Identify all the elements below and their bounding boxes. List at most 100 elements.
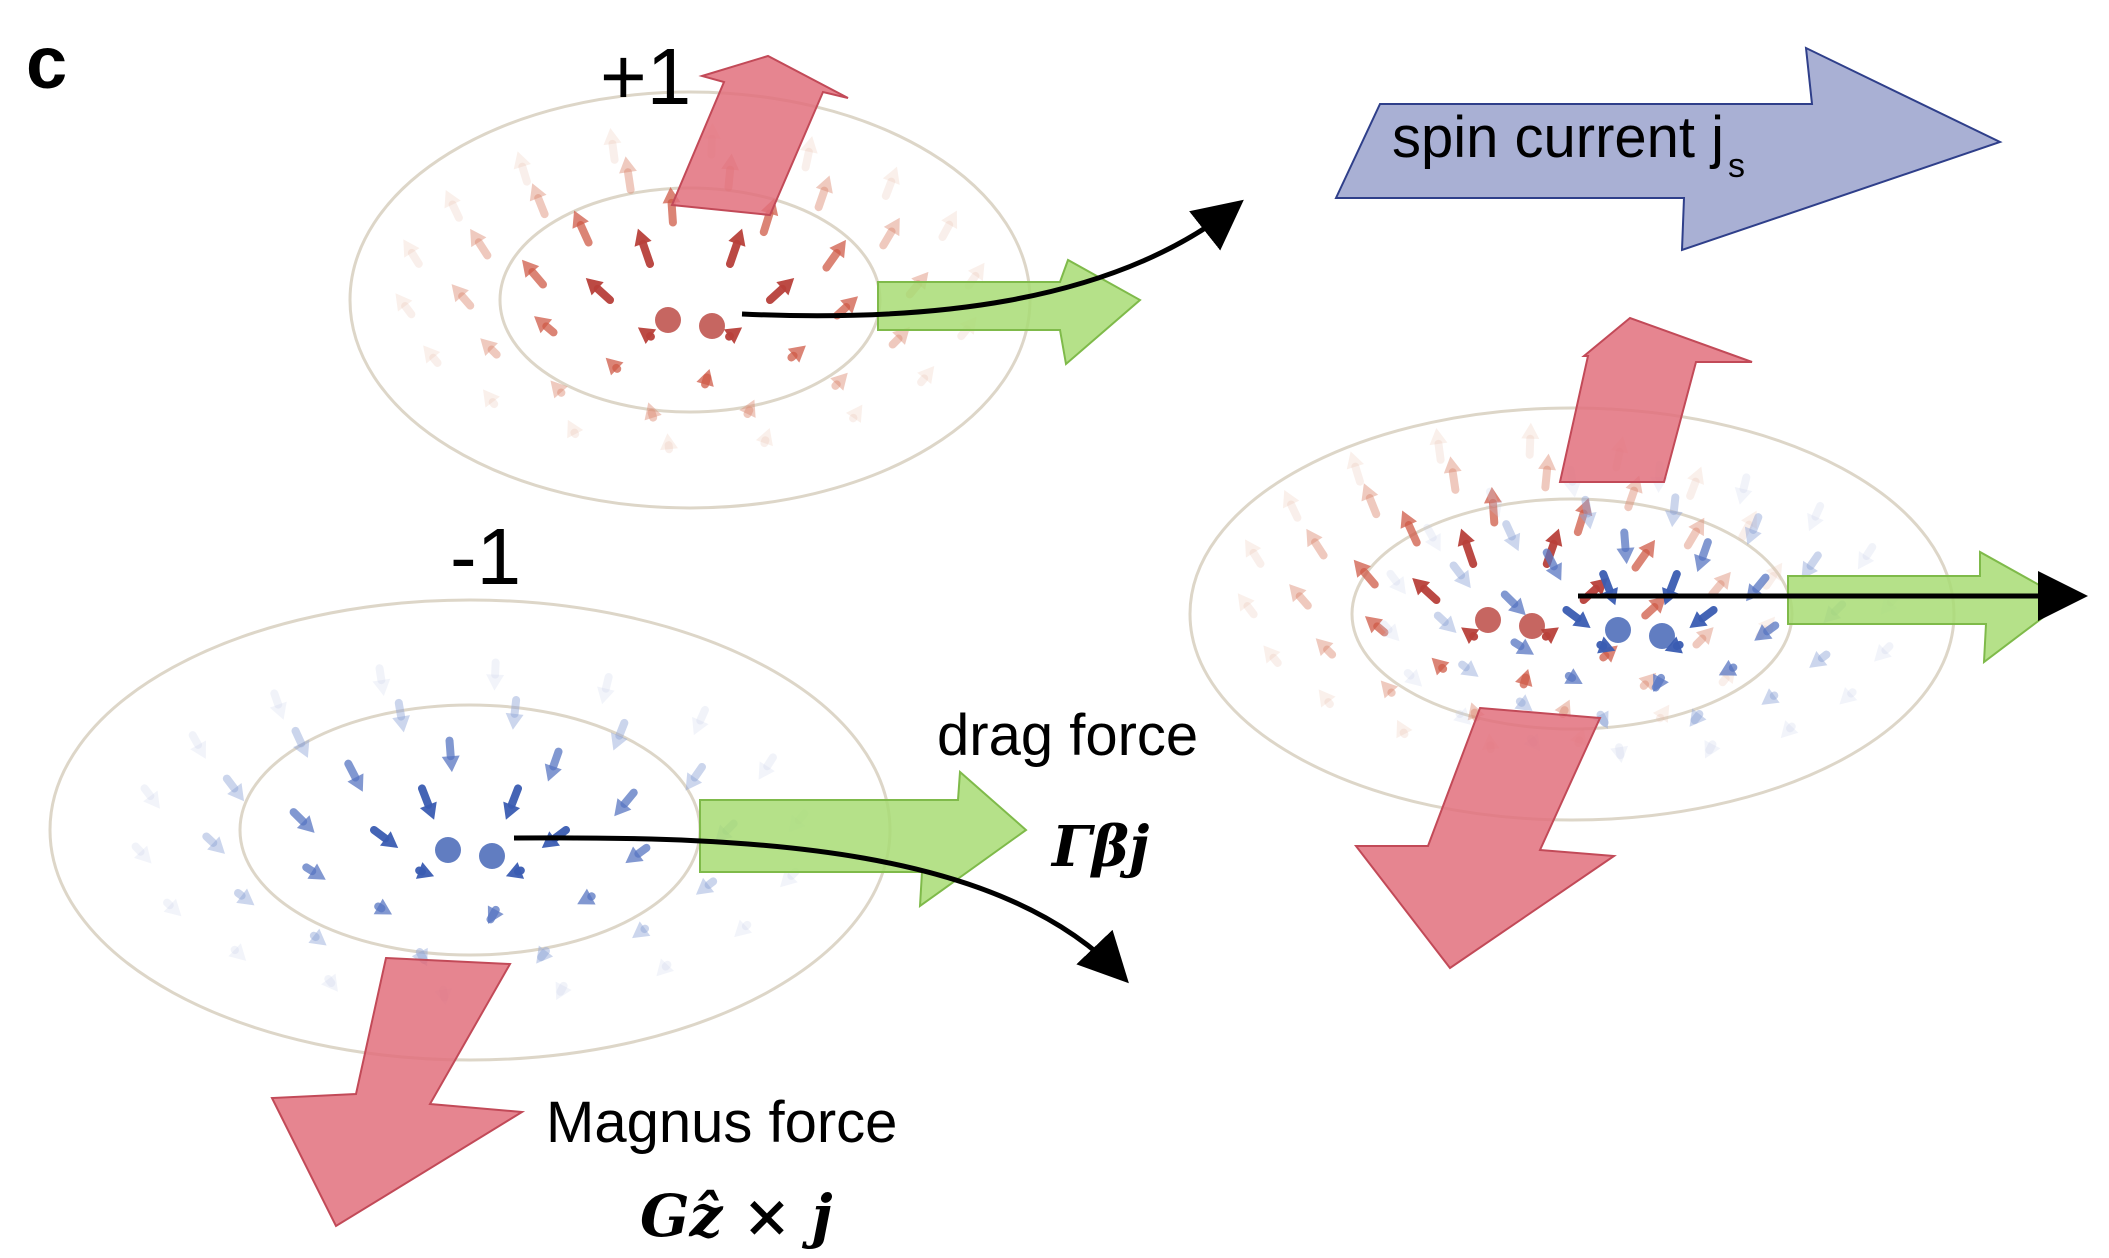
spin-arrow-head: [236, 888, 255, 906]
spin-arrow-head: [441, 755, 460, 773]
spin-arrow-head: [379, 831, 399, 848]
trajectory-top: [741, 199, 1244, 319]
spin-arrow: [1847, 688, 1857, 698]
spin-arrow: [445, 736, 455, 761]
spin-arrow-head: [883, 217, 900, 237]
spin-arrow-head: [815, 175, 833, 194]
spin-arrow-head: [487, 905, 504, 924]
spin-core: [699, 313, 725, 339]
spin-arrow: [202, 832, 218, 847]
spin-core: [1519, 613, 1545, 639]
spin-arrow-head: [1538, 453, 1557, 471]
spin-arrow-head: [1263, 645, 1281, 664]
spin-arrow: [1404, 521, 1421, 547]
spin-arrow-head: [723, 327, 743, 344]
spin-arrow: [1739, 473, 1751, 494]
spin-arrow: [696, 705, 709, 725]
spin-arrow-head: [227, 783, 245, 802]
spin-arrow: [518, 162, 531, 186]
spin-arrow-head: [1400, 510, 1417, 529]
spin-arrow: [1462, 539, 1478, 568]
spin-arrow-head: [1780, 720, 1799, 739]
spin-arrow: [1448, 468, 1460, 494]
spin-arrow: [370, 826, 390, 843]
spin-arrow-head: [634, 228, 652, 247]
spin-arrow-head: [451, 284, 469, 303]
spin-arrow-head: [1610, 745, 1629, 764]
spin-arrow-head: [800, 136, 818, 154]
magnus-arrow-down-right: [1353, 706, 1617, 970]
spin-arrow: [763, 753, 777, 771]
spin-arrow-head: [1429, 428, 1448, 446]
spin-arrow-head: [734, 919, 752, 938]
spin-arrow: [1666, 569, 1681, 595]
drag-arrow-bottom: [699, 769, 1028, 909]
spin-arrow-head: [1597, 636, 1616, 654]
spin-arrow: [1749, 513, 1763, 534]
spin-arrow: [1599, 651, 1610, 662]
spin-arrow-head: [1289, 584, 1307, 603]
spin-arrow-head: [941, 210, 958, 230]
spin-arrow-head: [308, 928, 327, 946]
spin-arrow: [1862, 543, 1877, 560]
spin-arrow: [1573, 509, 1588, 537]
spin-arrow: [938, 220, 954, 242]
spin-arrow-head: [660, 433, 678, 451]
spin-arrow: [1386, 569, 1401, 586]
spin-arrow-head: [1424, 533, 1441, 552]
spin-arrow-head: [1652, 704, 1670, 723]
spin-arrow-head: [1508, 597, 1526, 616]
spin-arrow: [615, 718, 629, 740]
spin-arrow-head: [1718, 659, 1738, 676]
spin-arrow-head: [403, 239, 420, 258]
spin-arrow: [324, 974, 336, 988]
spin-arrow: [1615, 743, 1625, 760]
skyrmion-pair: [1188, 316, 2088, 970]
spin-arrow: [1631, 549, 1650, 572]
spin-arrow-head: [392, 715, 410, 733]
spin-arrow: [1269, 653, 1282, 667]
spin-arrow: [1639, 680, 1650, 690]
spin-arrow: [608, 139, 619, 164]
spin-arrow: [647, 408, 658, 422]
spin-arrow-head: [536, 945, 554, 964]
spin-arrow-head: [1438, 615, 1457, 633]
spin-arrow: [1562, 606, 1582, 623]
spin-arrow: [917, 374, 929, 387]
spin-arrow: [1434, 439, 1445, 464]
spin-arrow-head: [1457, 528, 1475, 547]
spin-arrow-head: [1282, 490, 1300, 509]
spin-arrow: [1502, 520, 1516, 541]
spin-arrow: [1641, 603, 1659, 620]
spin-arrow-head: [293, 739, 310, 758]
spin-arrow: [1458, 660, 1470, 672]
spin-arrow: [474, 238, 492, 260]
spin-arrow: [1449, 561, 1466, 580]
spin-arrow: [1763, 621, 1780, 636]
spin-arrow-head: [269, 701, 287, 720]
spin-arrow-head: [1353, 559, 1371, 578]
spin-arrow: [601, 672, 613, 693]
spin-arrow-head: [1689, 708, 1707, 727]
spin-arrow-head: [1483, 486, 1502, 504]
spin-arrow: [760, 436, 770, 448]
spin-arrow-head: [644, 402, 662, 421]
spin-arrow: [766, 284, 787, 304]
spin-arrow: [1806, 551, 1822, 570]
spin-arrow-head: [739, 399, 756, 418]
spin-arrow: [1541, 465, 1552, 492]
spin-arrow: [822, 249, 841, 272]
spin-arrow-head: [1396, 719, 1413, 739]
spin-arrow: [888, 334, 903, 349]
spin-arrow: [639, 239, 654, 268]
spin-arrow-head: [1545, 562, 1562, 581]
spin-arrow-head: [1514, 694, 1533, 712]
spin-arrow-head: [692, 716, 709, 736]
spin-arrow-head: [1389, 576, 1406, 595]
spin-arrow: [759, 209, 774, 237]
panel-label: c: [26, 21, 67, 104]
spin-arrow: [1752, 573, 1770, 593]
skyrmion-minus-one: -1: [48, 512, 1129, 1228]
spin-arrow: [726, 239, 741, 268]
